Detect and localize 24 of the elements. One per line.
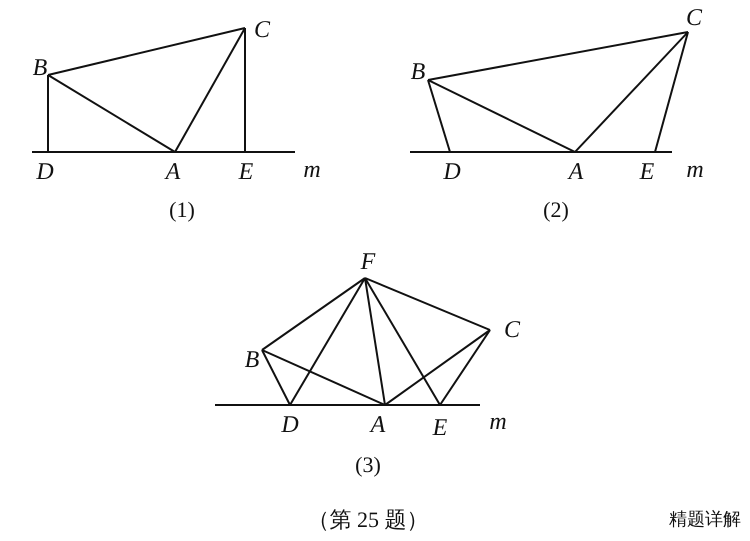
point-label: A xyxy=(166,160,180,184)
figure-number: (1) xyxy=(169,199,195,221)
caption-text: 精题详解 xyxy=(669,511,741,529)
point-label: F xyxy=(360,250,376,274)
point-label: D xyxy=(281,413,299,437)
line-label: m xyxy=(686,158,704,182)
point-label: D xyxy=(36,160,54,184)
figure-number: (3) xyxy=(355,454,381,476)
point-label: C xyxy=(504,318,520,342)
problem-number: （第 25 题） xyxy=(308,509,428,531)
point-label: D xyxy=(443,160,461,184)
point-label: B xyxy=(410,60,426,84)
point-label: E xyxy=(238,160,254,184)
point-label: C xyxy=(254,18,270,42)
point-label: E xyxy=(640,160,654,184)
point-label: A xyxy=(568,160,584,184)
line-label: m xyxy=(489,410,507,434)
figure-number: (2) xyxy=(543,199,569,221)
point-label: C xyxy=(686,6,702,30)
line-label: m xyxy=(303,158,321,182)
point-label: B xyxy=(244,348,260,372)
point-label: A xyxy=(370,413,386,437)
point-label: B xyxy=(32,56,48,80)
point-label: E xyxy=(432,416,448,440)
